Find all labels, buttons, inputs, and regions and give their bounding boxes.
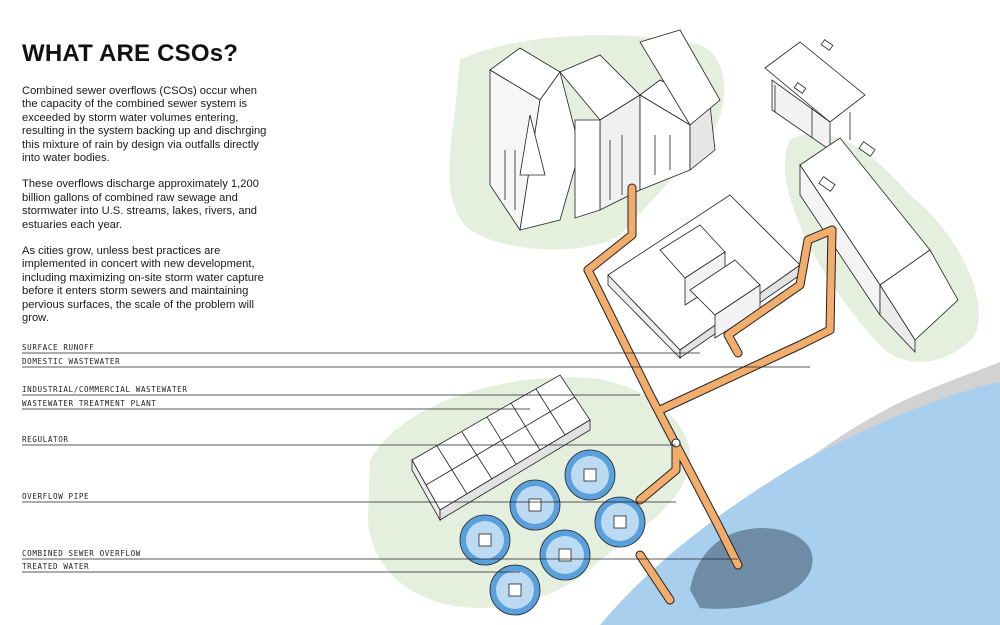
church-spire [519,114,546,176]
sewer-pipes [583,183,837,605]
intro-paragraph-3: As cities grow, unless best practices ar… [22,245,264,325]
label-industrial-wastewater: INDUSTRIAL/COMMERCIAL WASTEWATER [22,385,188,394]
residential-block [607,194,801,359]
intro-text: Combined sewer overflows (CSOs) occur wh… [22,85,272,339]
label-combined-sewer-overflow: COMBINED SEWER OVERFLOW [22,549,141,558]
river-plume [690,528,813,609]
industrial-block [764,39,959,354]
intro-paragraph-2: These overflows discharge approximately … [22,178,259,231]
label-treatment-plant: WASTEWATER TREATMENT PLANT [22,399,157,408]
clarifiers [459,449,646,616]
label-treated-water: TREATED WATER [22,562,90,571]
label-leaders [22,352,810,573]
label-regulator: REGULATOR [22,435,69,444]
label-overflow-pipe: OVERFLOW PIPE [22,492,90,501]
intro-paragraph-1: Combined sewer overflows (CSOs) occur wh… [22,85,267,165]
label-surface-runoff: SURFACE RUNOFF [22,343,95,352]
label-domestic-wastewater: DOMESTIC WASTEWATER [22,357,121,366]
regulator-node [671,438,681,448]
page-title: WHAT ARE CSOs? [22,40,239,67]
church-block [489,29,721,232]
